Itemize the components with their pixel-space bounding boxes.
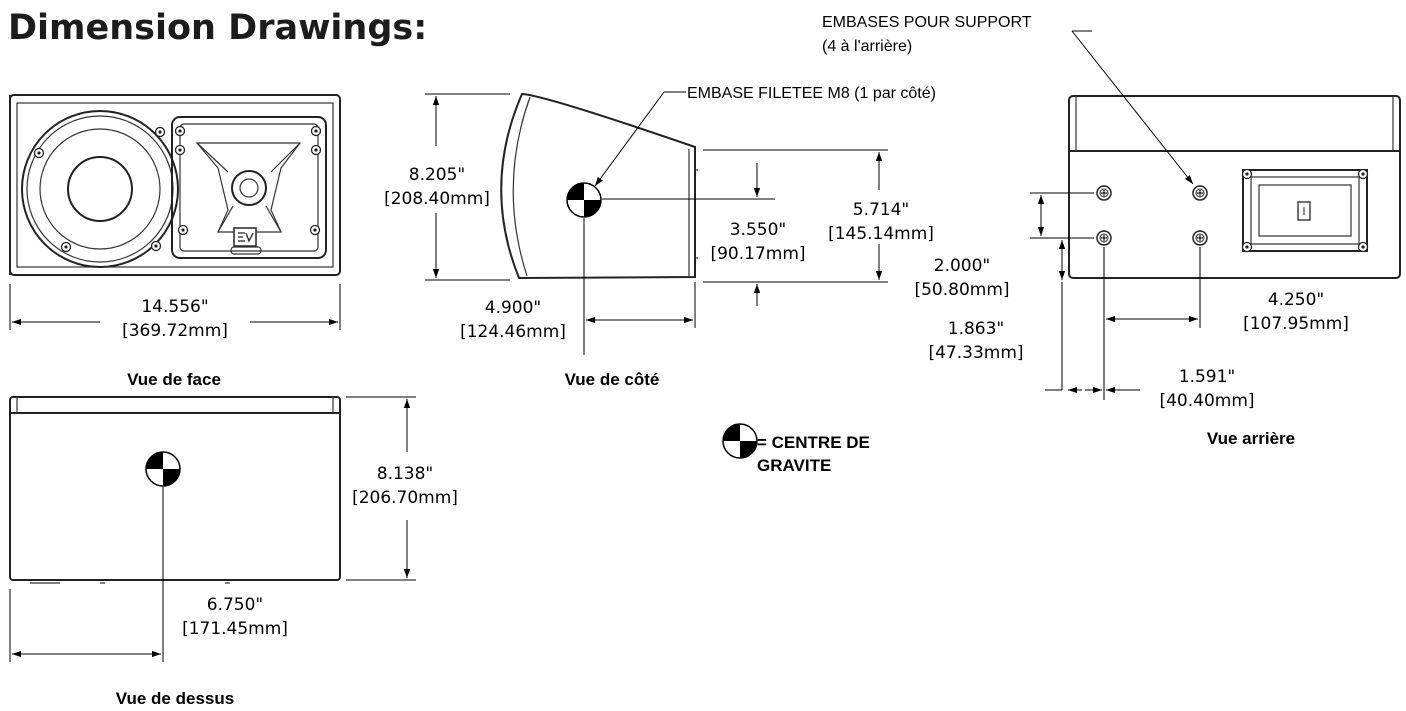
rear-view: EMBASES POUR SUPPORT (4 à l'arrière) 2.0… [822,14,1401,448]
mount-callout-line2: (4 à l'arrière) [822,38,912,55]
ev-logo-icon [233,227,257,247]
rear-horizontal-spacing-mm: [107.95mm] [1243,314,1349,334]
horn-driver [171,116,327,259]
mount-screw-icon [1096,185,1112,201]
top-depth-mm: [206.70mm] [352,488,458,508]
top-cabinet-outline [9,396,341,581]
cg-legend: = CENTRE DE GRAVITE [722,423,870,475]
rear-bottom-offset-mm: [47.33mm] [928,343,1023,363]
center-of-gravity-icon [566,182,602,218]
page-title: Dimension Drawings: [8,8,427,48]
side-rear-height-inches: 5.714" [853,200,910,220]
rear-vertical-spacing-mm: [50.80mm] [914,280,1009,300]
top-cg-offset-inches: 6.750" [207,595,264,615]
center-of-gravity-icon [722,423,758,459]
thread-insert-callout: EMBASE FILETEE M8 (1 par côté) [687,85,936,102]
center-of-gravity-icon [145,451,181,487]
side-view-caption: Vue de côté [565,370,660,389]
mount-callout-line1: EMBASES POUR SUPPORT [822,14,1032,31]
cg-legend-line2: GRAVITE [757,456,831,475]
mount-screw-icon [1096,230,1112,246]
rear-cabinet-outline [1068,95,1401,279]
rear-side-offset-inches: 1.591" [1179,367,1236,387]
rear-bottom-offset-inches: 1.863" [948,319,1005,339]
rear-view-caption: Vue arrière [1207,429,1295,448]
rear-vertical-spacing-inches: 2.000" [934,256,991,276]
side-cg-depth-mm: [124.46mm] [460,322,566,342]
mount-screw-icon [1192,185,1208,201]
side-height-mm: [208.40mm] [384,189,490,209]
mount-screw-icon [1192,230,1208,246]
front-width-mm: [369.72mm] [122,321,228,341]
front-width-inches: 14.556" [141,297,208,317]
top-cg-offset-mm: [171.45mm] [182,619,288,639]
side-cg-height-mm: [90.17mm] [710,244,805,264]
side-rear-height-mm: [145.14mm] [828,224,934,244]
front-view-caption: Vue de face [127,370,221,389]
side-view: 8.205" [208.40mm] 5.714" [145.14mm] 3.55… [384,85,936,389]
top-depth-inches: 8.138" [377,464,434,484]
side-cg-depth-inches: 4.900" [485,298,542,318]
input-panel [1241,168,1369,253]
front-view: 14.556" [369.72mm] Vue de face [9,94,341,389]
side-cg-height-inches: 3.550" [730,220,787,240]
rear-side-offset-mm: [40.40mm] [1159,391,1254,411]
cg-legend-line1: = CENTRE DE [757,433,870,452]
top-view: 8.138" [206.70mm] 6.750" [171.45mm] Vue … [9,396,458,708]
rear-horizontal-spacing-inches: 4.250" [1268,290,1325,310]
top-view-caption: Vue de dessus [116,689,234,708]
side-cabinet-outline [500,92,696,280]
side-height-inches: 8.205" [409,165,466,185]
